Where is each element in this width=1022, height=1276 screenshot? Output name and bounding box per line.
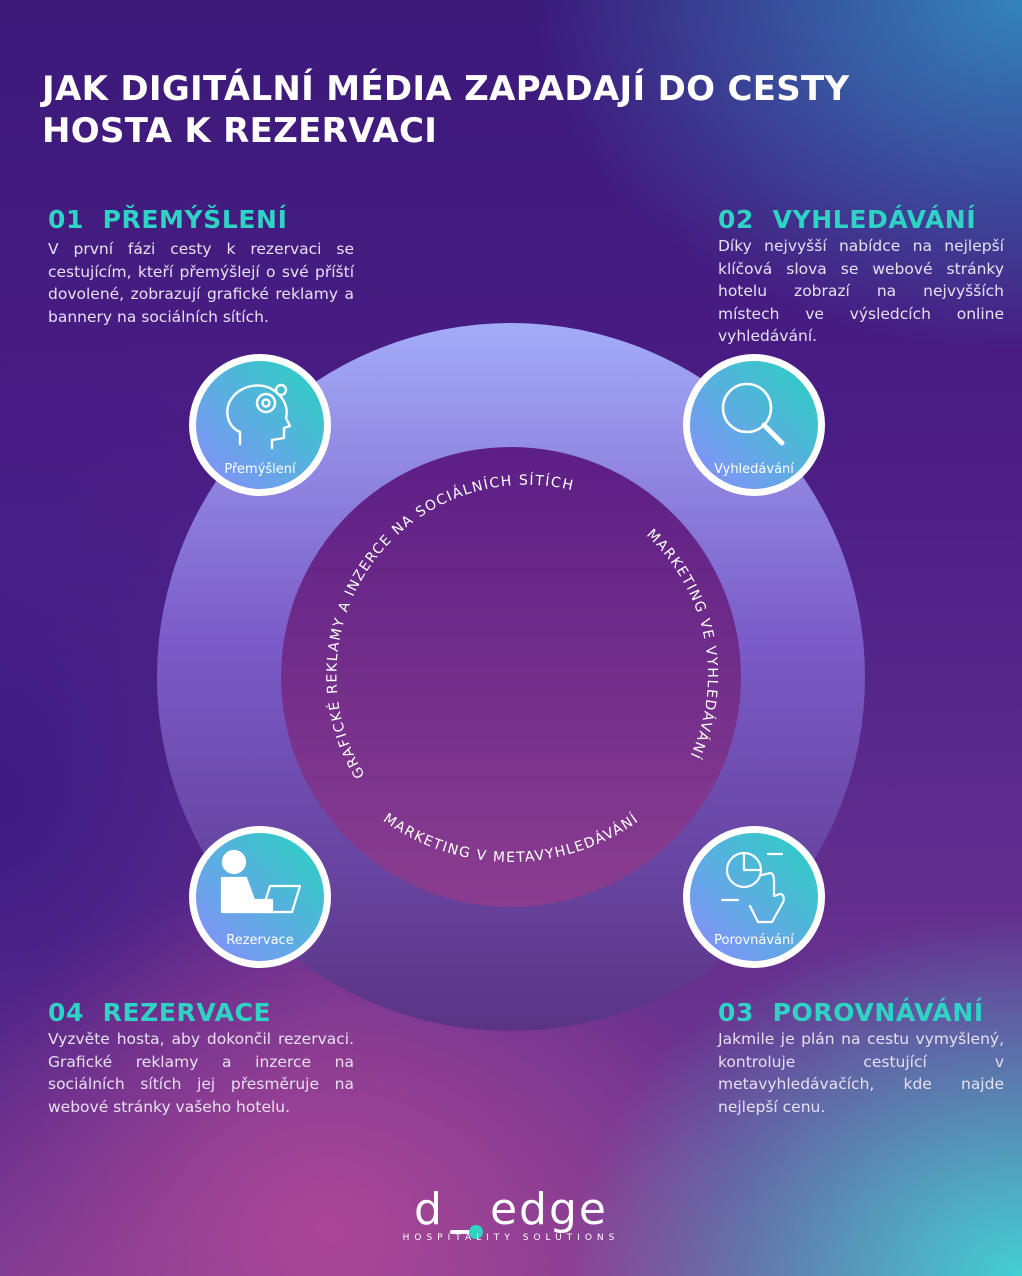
step-04-heading: 04 REZERVACE (48, 998, 271, 1027)
outer-ring (157, 323, 865, 1031)
step-03-title: POROVNÁVÁNÍ (772, 998, 984, 1027)
step-04-number: 04 (48, 998, 84, 1027)
head-gear-icon (226, 383, 292, 450)
step-01-text: V první fázi cesty k rezervaci se cestuj… (48, 240, 354, 326)
pie-chart-hand-icon (720, 851, 785, 924)
node-label-vyhledavani: Vyhledávání (714, 462, 794, 477)
step-02-number: 02 (718, 205, 754, 234)
step-02-heading: 02 VYHLEDÁVÁNÍ (718, 205, 976, 234)
magnifier-icon (721, 382, 785, 446)
step-01-heading: 01 PŘEMÝŠLENÍ (48, 205, 287, 234)
node-label-premysleni: Přemýšlení (224, 462, 296, 477)
person-laptop-icon (220, 849, 302, 914)
logo-word-edge: edge (489, 1184, 608, 1235)
step-02-text: Díky nejvyšší nabídce na nejlepší klíčov… (718, 237, 1004, 345)
step-01-number: 01 (48, 205, 84, 234)
step-01-title: PŘEMÝŠLENÍ (102, 205, 288, 234)
node-porovnavani: Porovnávání (683, 826, 825, 968)
node-label-rezervace: Rezervace (226, 933, 293, 948)
logo-connector-icon (449, 1202, 484, 1239)
step-03-heading: 03 POROVNÁVÁNÍ (718, 998, 984, 1027)
page-title: JAK DIGITÁLNÍ MÉDIA ZAPADAJÍ DO CESTY HO… (42, 69, 850, 151)
logo-tagline: HOSPITALITY SOLUTIONS (402, 1233, 620, 1243)
node-premysleni: Přemýšlení (189, 354, 331, 496)
step-03-text: Jakmile je plán na cestu vymyšlený, kont… (718, 1030, 1004, 1116)
node-rezervace: Rezervace (189, 826, 331, 968)
step-04-title: REZERVACE (102, 998, 272, 1027)
node-label-porovnavani: Porovnávání (714, 933, 794, 948)
step-03-number: 03 (718, 998, 754, 1027)
step-04-text: Vyzvěte hosta, aby dokončil rezervaci. G… (48, 1030, 354, 1116)
step-02-title: VYHLEDÁVÁNÍ (772, 205, 977, 234)
node-vyhledavani: Vyhledávání (683, 354, 825, 496)
logo-letter-d: d (414, 1184, 444, 1235)
